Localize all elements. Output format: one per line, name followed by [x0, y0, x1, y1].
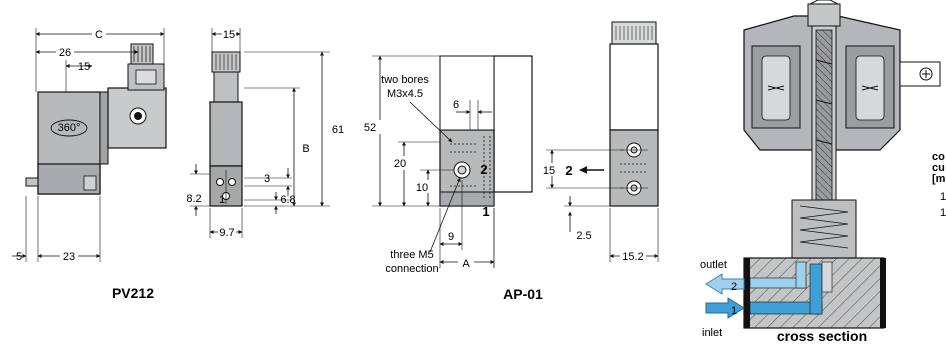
dim-9-7: 9.7: [219, 227, 234, 239]
cross-section-caption: cross section: [777, 328, 867, 344]
three-m5-label: three M5: [390, 249, 433, 261]
dim-20: 20: [394, 158, 406, 170]
dim-6-8: 6.8: [280, 194, 295, 206]
dim-15-side: 15: [223, 29, 235, 41]
rotation-label: 360°: [58, 122, 81, 134]
cross-port-1: 1: [731, 305, 737, 317]
outlet-arrow: [705, 273, 745, 295]
dim-8-2: 8.2: [186, 193, 201, 205]
inlet-label: inlet: [702, 327, 722, 339]
dim-26: 26: [59, 47, 71, 59]
ap01-caption: AP-01: [503, 286, 543, 302]
dim-15-top: 15: [78, 61, 90, 73]
dim-15-2: 15.2: [622, 251, 643, 263]
port-1-label: 1: [219, 194, 225, 206]
dim-10: 10: [416, 182, 428, 194]
dim-b: B: [302, 143, 309, 155]
pv212-caption: PV212: [112, 285, 154, 301]
dim-6: 6: [453, 99, 459, 111]
clipped-table-fragment: co cu [m 1 1: [932, 151, 946, 219]
clipped-text-2: cu: [932, 162, 945, 174]
dim-a: A: [462, 258, 470, 270]
dim-5: 5: [16, 251, 22, 263]
ap01-drawing: two bores M3x4.5 6 52 20 10 2 1 three M5…: [362, 21, 659, 302]
clipped-text-4: 1: [940, 191, 946, 203]
rotation-symbol: [50, 119, 88, 137]
dim-c: C: [95, 29, 103, 41]
clipped-text-5: 1: [940, 207, 946, 219]
outlet-label: outlet: [700, 259, 727, 271]
dim-52: 52: [364, 122, 376, 134]
clipped-text-1: co: [932, 151, 945, 163]
bore-size-label: M3x4.5: [387, 88, 423, 100]
clipped-text-3: [m: [932, 173, 946, 185]
two-bores-label: two bores: [381, 74, 429, 86]
dim-23: 23: [63, 251, 75, 263]
ap01-port-2: 2: [480, 162, 487, 177]
cross-port-2: 2: [731, 281, 737, 293]
cross-section-drawing: outlet inlet 2 1 cross section: [700, 0, 941, 344]
pv212-drawing: 360° C 26 15 5 23: [12, 27, 346, 301]
ap01-side-port-2: 2: [565, 163, 572, 178]
connection-label: connection: [385, 263, 438, 275]
pv212-side-body: [209, 101, 243, 167]
dim-9: 9: [448, 231, 454, 243]
dim-61: 61: [332, 124, 344, 136]
inlet-arrow: [705, 297, 745, 319]
dim-2-5: 2.5: [576, 230, 591, 242]
dim-15: 15: [543, 165, 555, 177]
dim-3: 3: [264, 173, 270, 185]
ap01-port-1: 1: [482, 204, 489, 219]
